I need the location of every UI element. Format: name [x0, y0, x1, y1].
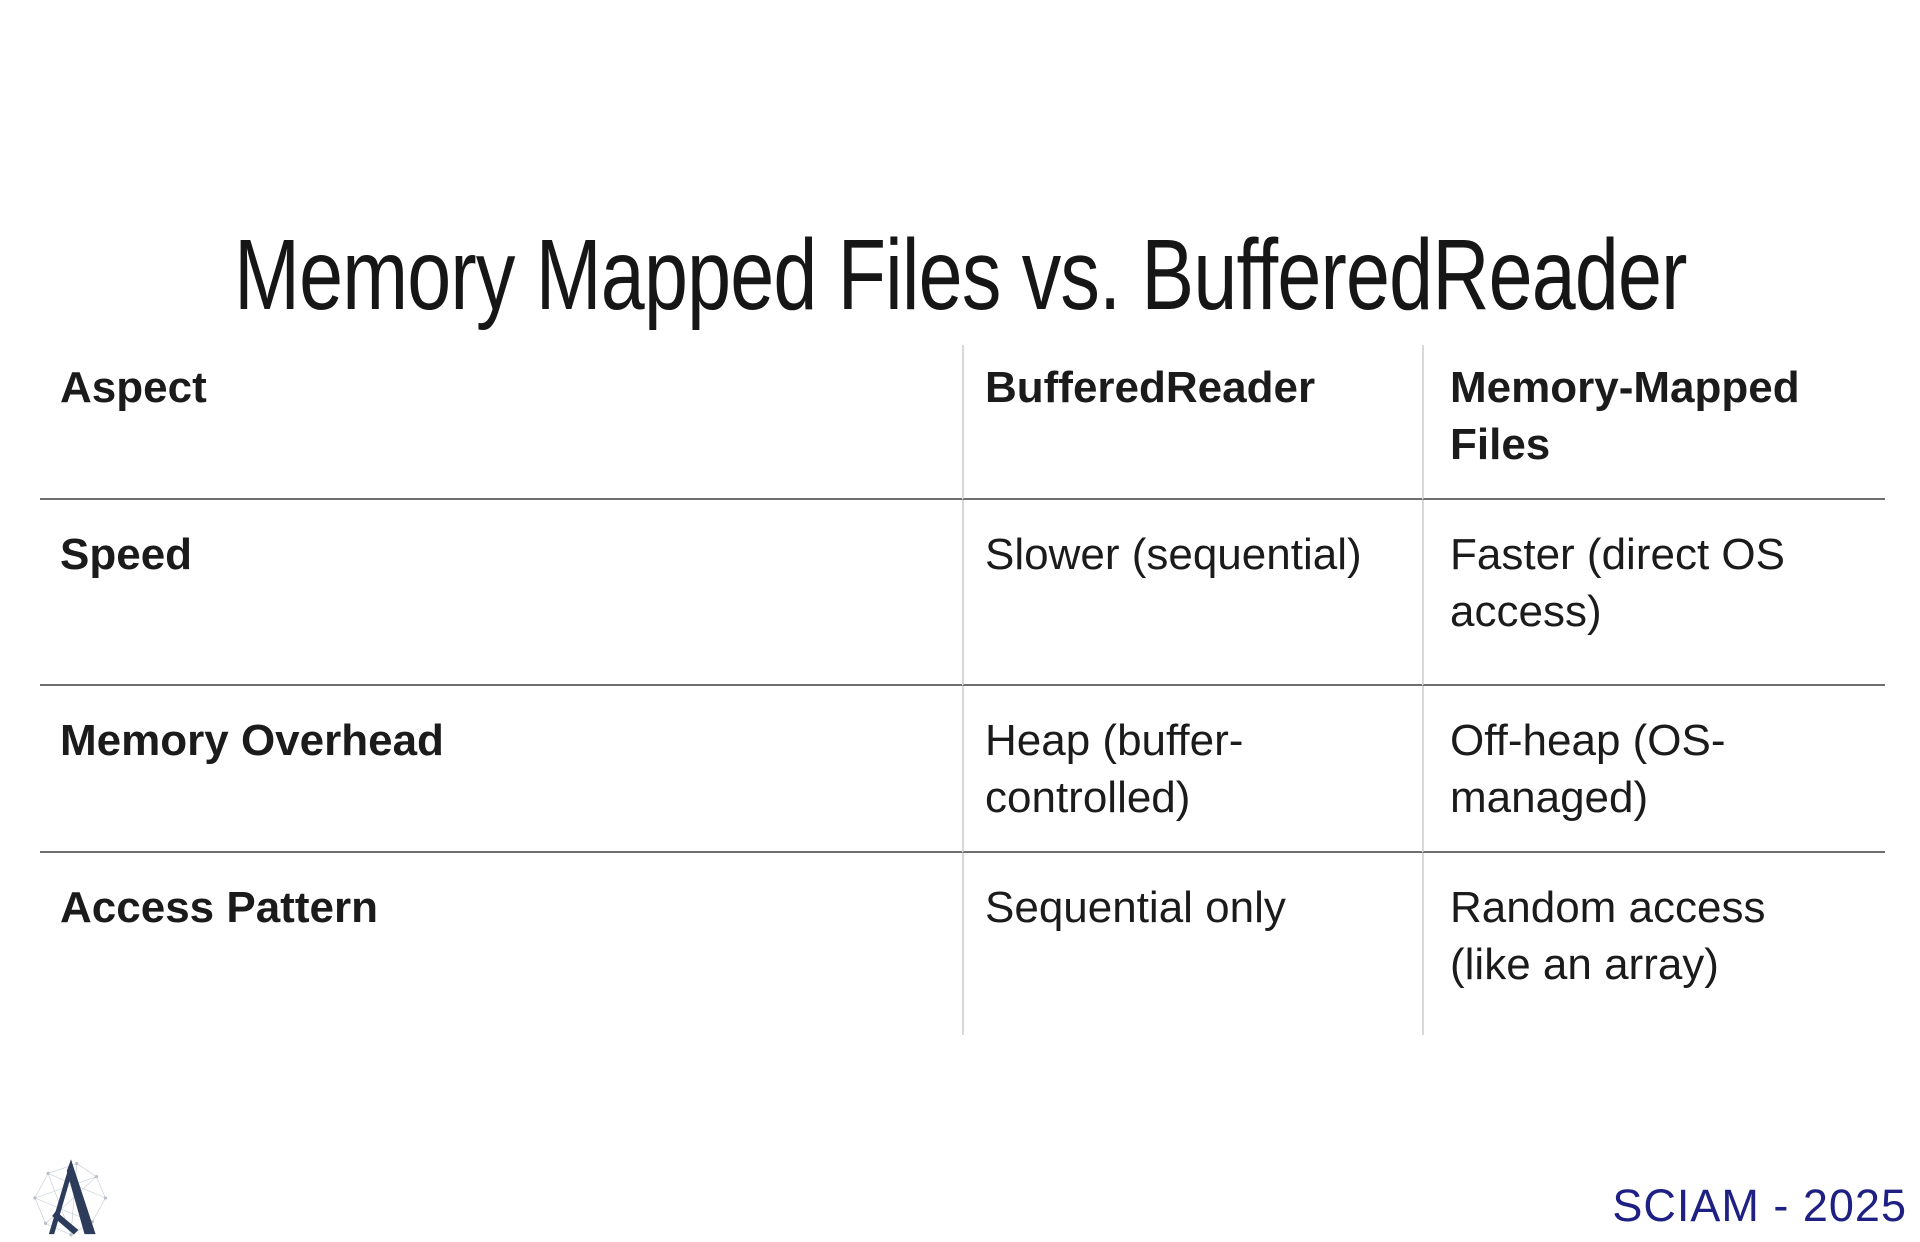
row-speed-memory-mapped: Faster (direct OS access) — [1422, 500, 1885, 686]
page-title-text: Memory Mapped Files vs. BufferedReader — [233, 219, 1687, 331]
column-header-memory-mapped-files: Memory-Mapped Files — [1422, 345, 1885, 500]
logo — [30, 1156, 112, 1240]
row-memory-overhead-memory-mapped: Off-heap (OS-managed) — [1422, 686, 1885, 853]
row-speed-bufferedreader: Slower (sequential) — [962, 500, 1422, 686]
row-access-pattern-bufferedreader: Sequential only — [962, 853, 1422, 1035]
row-memory-overhead-aspect: Memory Overhead — [40, 686, 962, 853]
row-access-pattern-aspect: Access Pattern — [60, 883, 378, 932]
column-header-bufferedreader: BufferedReader — [962, 345, 1422, 500]
page-title: Memory Mapped Files vs. BufferedReader — [0, 225, 1920, 325]
row-speed-aspect: Speed — [40, 500, 962, 686]
row-memory-overhead-bufferedreader: Heap (buffer-controlled) — [962, 686, 1422, 853]
comparison-table: Aspect BufferedReader Memory-Mapped File… — [40, 345, 1885, 1035]
row-access-pattern-memory-mapped: Random access (like an array) — [1422, 853, 1885, 1035]
column-header-aspect: Aspect — [40, 345, 962, 500]
footer-event-label: SCIAM - 2025 — [1612, 1180, 1907, 1231]
sciam-arrow-logo-icon — [33, 1159, 108, 1237]
